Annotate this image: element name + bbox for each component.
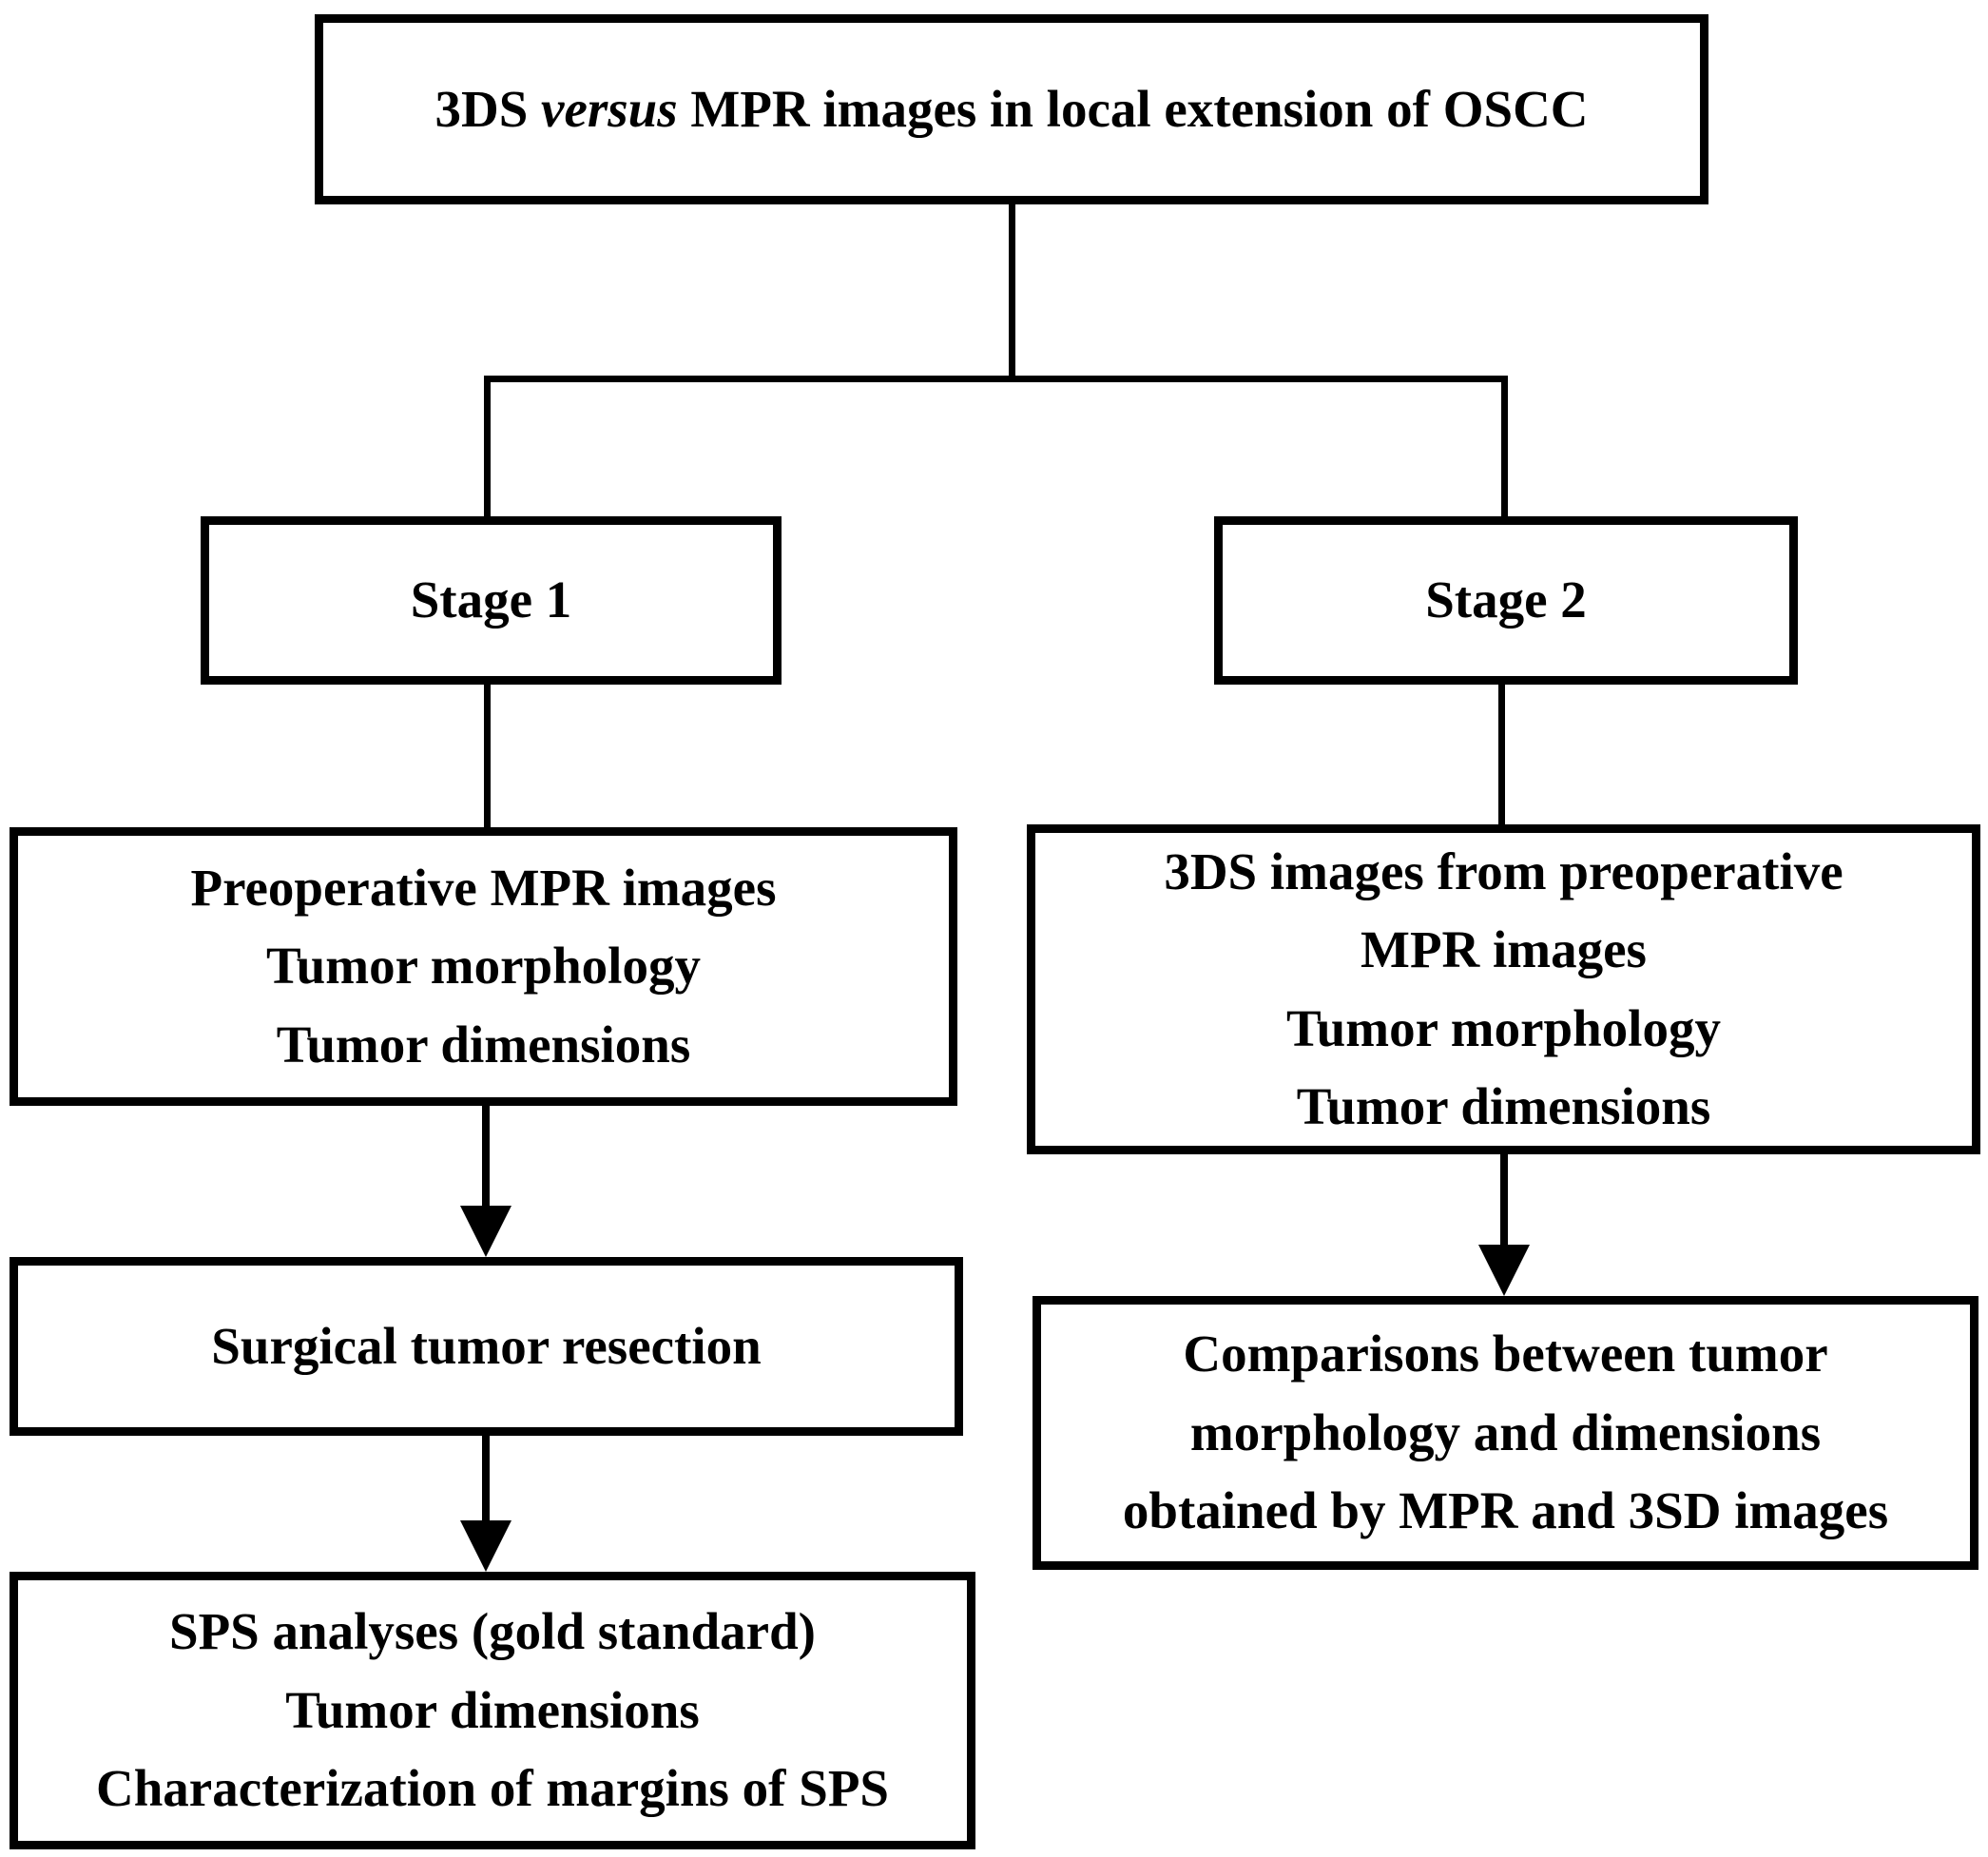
node-sps-analyses: SPS analyses (gold standard) Tumor dimen… — [10, 1572, 975, 1849]
node-comparisons: Comparisons between tumor morphology and… — [1033, 1296, 1978, 1570]
mpr-line: Tumor dimensions — [276, 1015, 691, 1074]
surgical-label: Surgical tumor resection — [211, 1316, 762, 1375]
title-part-1: 3DS — [434, 79, 542, 138]
sps-line: Characterization of margins of SPS — [95, 1759, 890, 1818]
node-preoperative-mpr: Preoperative MPR images Tumor morphology… — [10, 827, 957, 1106]
sps-line: SPS analyses (gold standard) — [168, 1602, 816, 1661]
connector-branch-horizontal — [484, 376, 1508, 382]
title-part-2: MPR images in local extension of OSCC — [677, 79, 1589, 138]
stage2-label: Stage 2 — [1425, 571, 1587, 629]
sps-line: Tumor dimensions — [285, 1680, 700, 1739]
comparisons-line: Comparisons between tumor — [1183, 1325, 1828, 1383]
arrow-down-icon — [460, 1206, 511, 1257]
threeds-line: Tumor dimensions — [1296, 1077, 1711, 1135]
node-stage1: Stage 1 — [201, 516, 782, 685]
arrow-surgical-to-sps-shaft — [482, 1434, 490, 1524]
comparisons-line: obtained by MPR and 3SD images — [1122, 1481, 1889, 1540]
arrow-down-icon — [1478, 1245, 1530, 1296]
connector-stage1-to-mpr — [484, 683, 491, 831]
arrow-mpr-to-surgical-shaft — [482, 1104, 490, 1209]
connector-title-drop — [1009, 201, 1015, 380]
threeds-line: 3DS images from preoperative — [1164, 841, 1843, 900]
stage1-label: Stage 1 — [410, 571, 572, 629]
mpr-line: Preoperative MPR images — [190, 858, 777, 917]
arrow-down-icon — [460, 1520, 511, 1572]
node-title: 3DS versus MPR images in local extension… — [315, 14, 1708, 204]
title-part-versus: versus — [541, 79, 678, 138]
connector-stage2-drop — [1501, 376, 1508, 520]
threeds-line: Tumor morphology — [1286, 998, 1721, 1057]
comparisons-line: morphology and dimensions — [1189, 1402, 1822, 1461]
mpr-line: Tumor morphology — [266, 937, 701, 996]
arrow-3ds-to-comparisons-shaft — [1500, 1151, 1508, 1248]
threeds-line: MPR images — [1361, 920, 1647, 978]
node-stage2: Stage 2 — [1214, 516, 1798, 685]
node-surgical-resection: Surgical tumor resection — [10, 1257, 963, 1436]
connector-stage1-drop — [484, 376, 491, 520]
title-text: 3DS versus MPR images in local extension… — [434, 70, 1588, 149]
connector-stage2-to-3ds — [1498, 683, 1505, 828]
node-3ds-images: 3DS images from preoperative MPR images … — [1027, 824, 1980, 1154]
